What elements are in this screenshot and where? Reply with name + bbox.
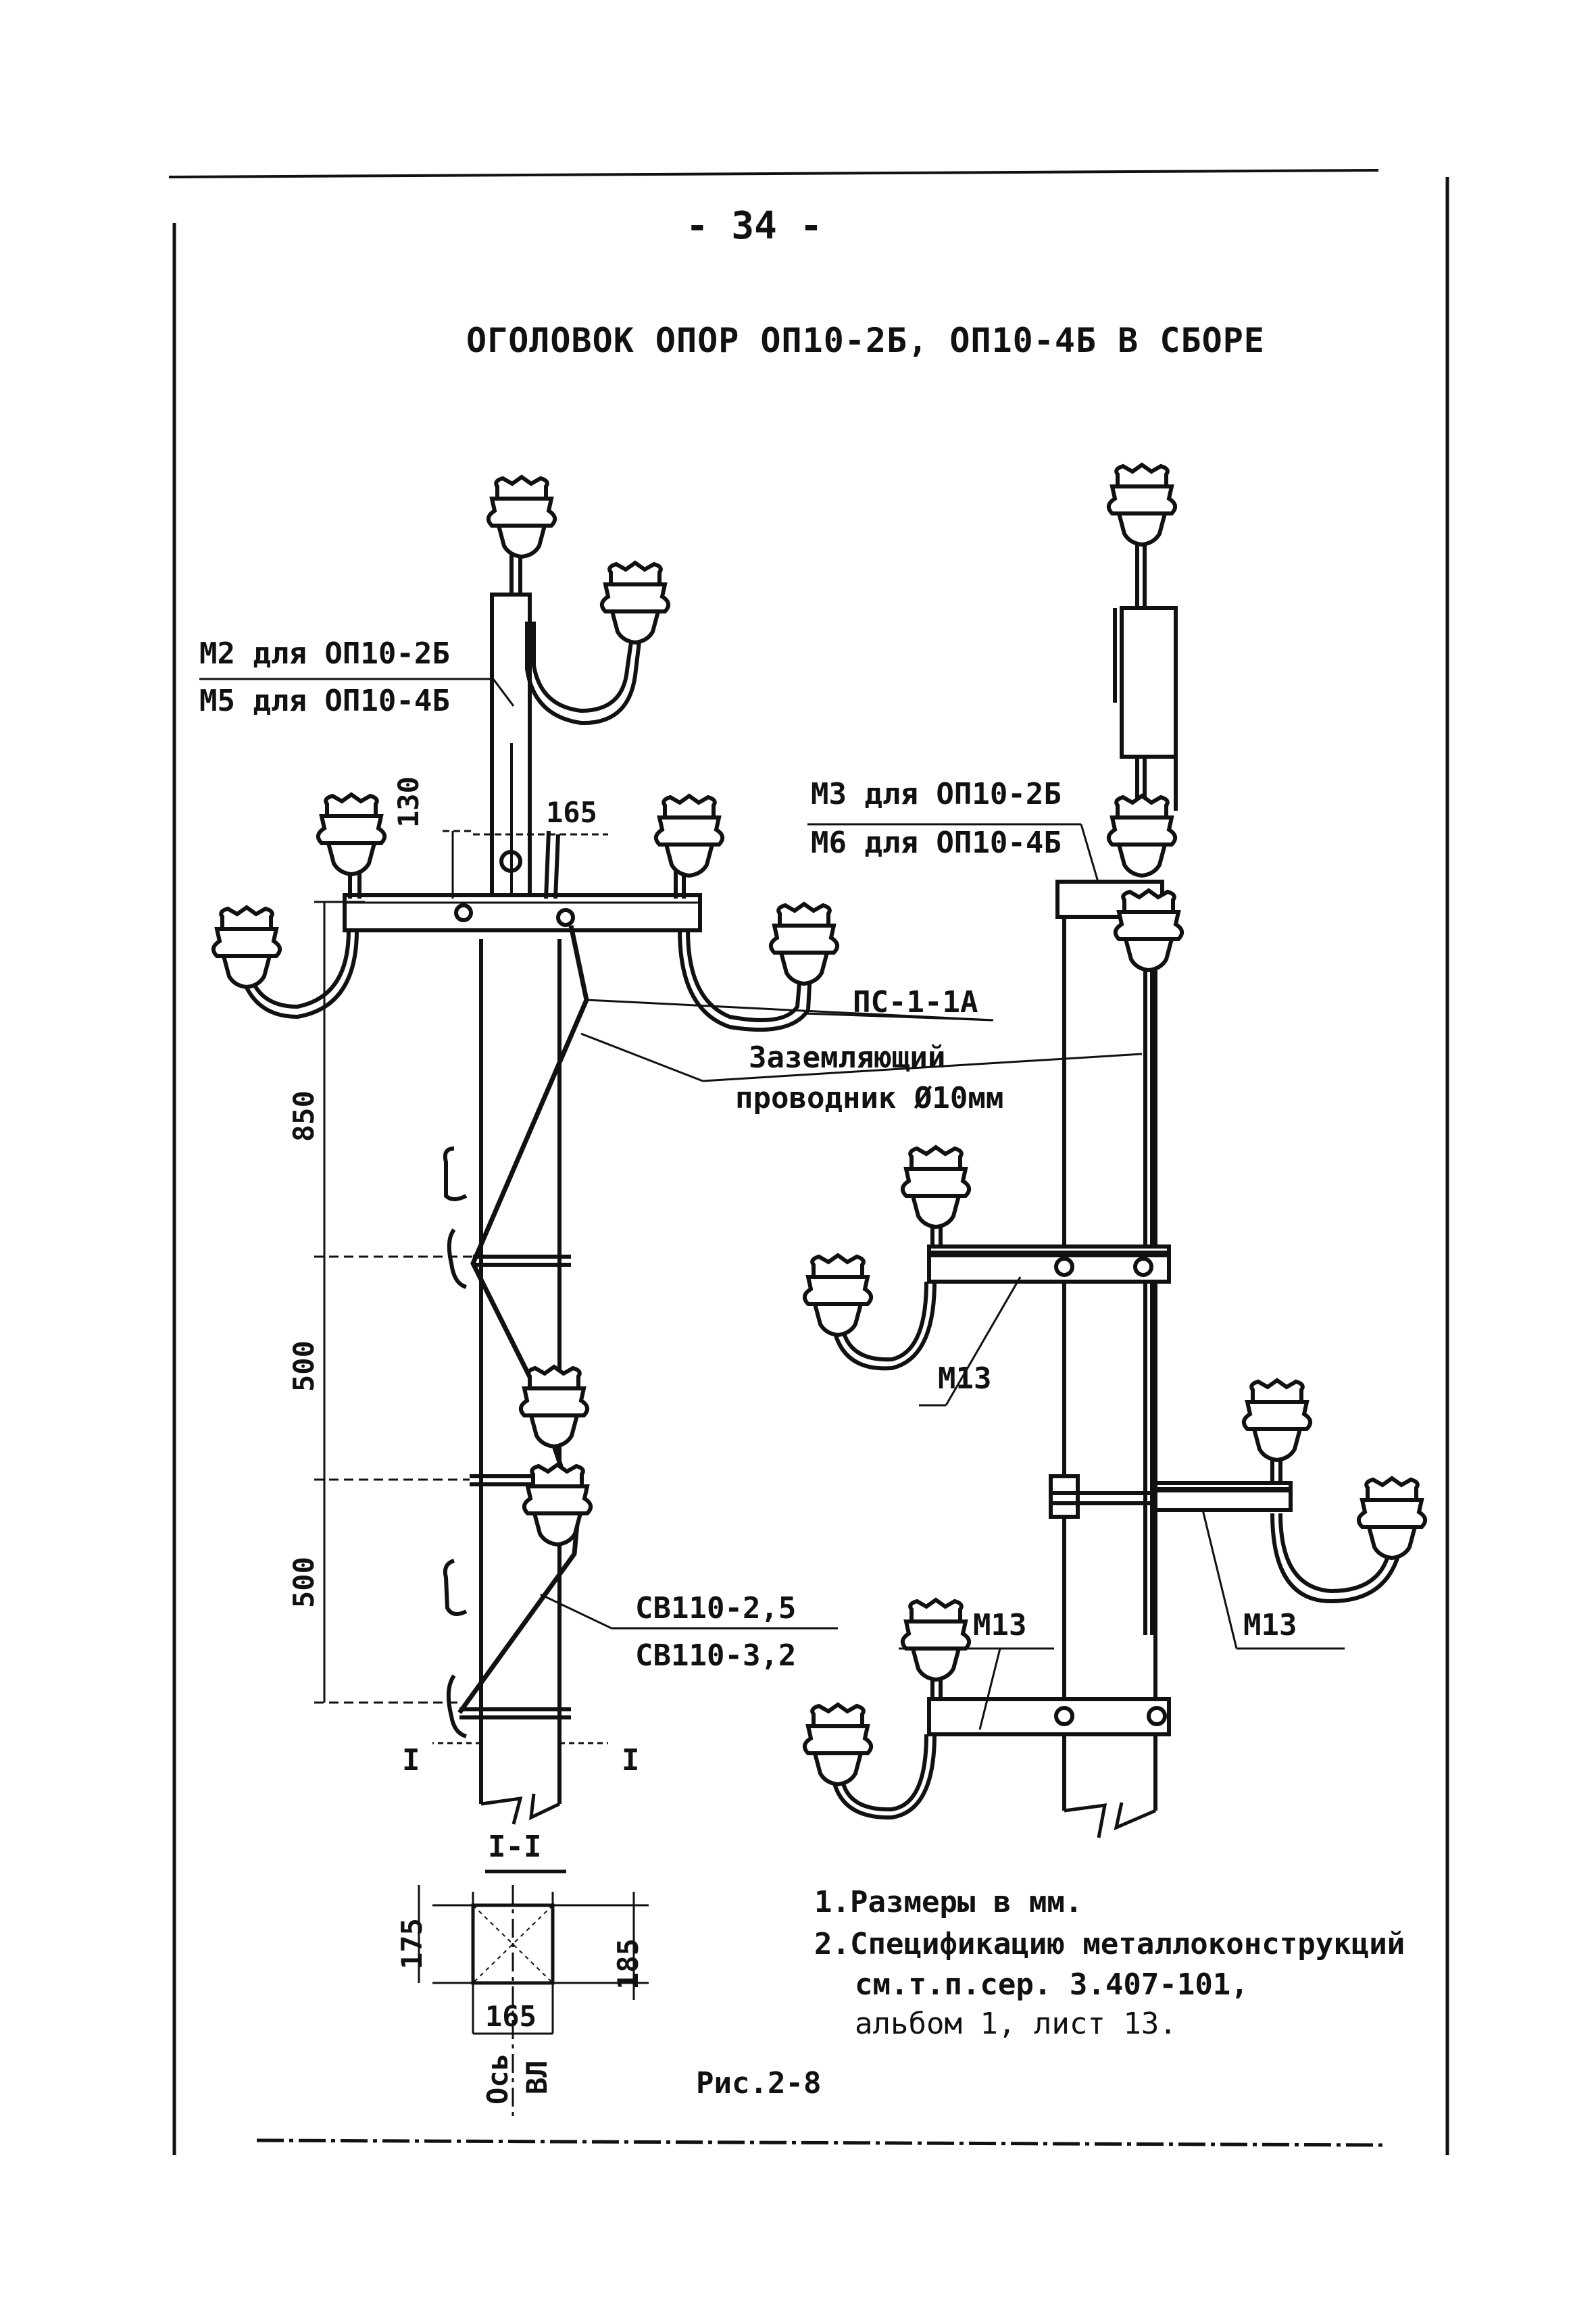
label-ps: ПС-1-1А xyxy=(853,985,978,1020)
note-3: см.т.п.сер. 3.407-101, xyxy=(855,1967,1249,2002)
dim-130: 130 xyxy=(392,776,425,828)
drawing-title: ОГОЛОВОК ОПОР ОП10-2Б, ОП10-4Б В СБОРЕ xyxy=(466,321,1265,360)
label-ground-1: Заземляющий xyxy=(749,1040,946,1075)
label-m13-a: М13 xyxy=(938,1361,992,1396)
label-ground-2: проводник Ø10мм xyxy=(735,1081,1004,1115)
frame xyxy=(168,169,1449,2155)
axis-label-1: Ось xyxy=(481,2053,514,2105)
section-title: I-I xyxy=(488,1830,542,1864)
dim-500-a: 500 xyxy=(287,1340,320,1392)
dim-500-b: 500 xyxy=(287,1557,320,1608)
label-sv-1: СВ110-2,5 xyxy=(635,1591,797,1626)
section-marker-left: I xyxy=(402,1743,420,1778)
note-2: 2.Спецификацию металлоконструкций xyxy=(814,1927,1405,1961)
dim-165-section: 165 xyxy=(485,2000,537,2033)
dim-165-top: 165 xyxy=(546,796,597,829)
dim-175: 175 xyxy=(395,1918,428,1969)
section-marker-right: I xyxy=(622,1743,640,1778)
label-m6: М6 для ОП10-4Б xyxy=(811,826,1062,860)
label-sv-2: СВ110-3,2 xyxy=(635,1638,797,1673)
label-m5: М5 для ОП10-4Б xyxy=(199,684,450,718)
axis-label-2: ВЛ xyxy=(520,2060,553,2094)
note-1: 1.Размеры в мм. xyxy=(814,1885,1083,1919)
label-m2: М2 для ОП10-2Б xyxy=(199,636,450,671)
section-i-i xyxy=(418,1869,649,2121)
page-number: - 34 - xyxy=(686,204,823,248)
label-m13-c: М13 xyxy=(1243,1608,1297,1642)
dim-850: 850 xyxy=(287,1090,320,1142)
figure-caption: Рис.2-8 xyxy=(696,2066,822,2101)
note-4: альбом 1, лист 13. xyxy=(855,2007,1177,2041)
left-support xyxy=(240,527,813,1825)
left-support-dimensions xyxy=(199,678,1143,1744)
label-m13-b: М13 xyxy=(973,1608,1027,1642)
right-support-leaders xyxy=(807,823,1345,1730)
dim-185: 185 xyxy=(612,1938,645,1990)
label-m3: М3 для ОП10-2Б xyxy=(811,777,1062,811)
